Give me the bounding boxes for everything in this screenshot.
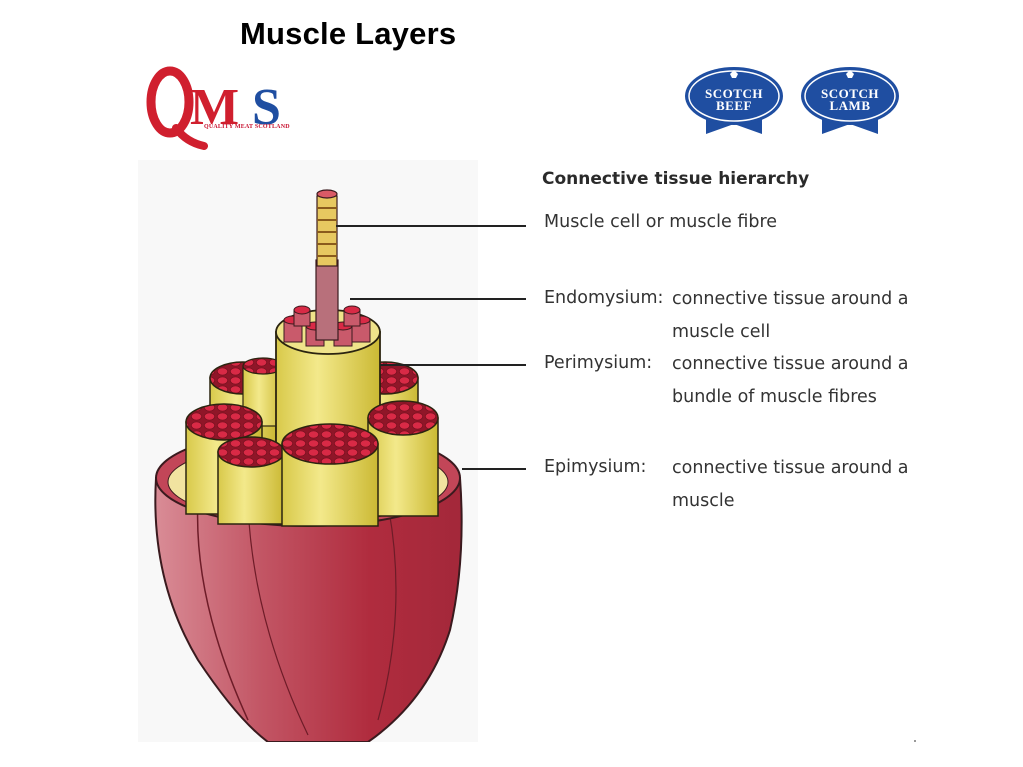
perimysium-term: Perimysium: [544,353,653,373]
scotch-beef-line1: SCOTCH [705,86,763,101]
svg-text:M: M [190,79,239,136]
epimysium-sleeve [154,477,463,742]
muscle-illustration [154,189,463,742]
perimysium-bundle-central [275,189,381,513]
scotch-lamb-line1: SCOTCH [821,86,879,101]
qms-logo-graphic: M S [146,66,281,150]
qms-tagline: QUALITY MEAT SCOTLAND [204,124,290,130]
epimysium-description: connective tissue around a muscle [672,458,909,511]
endomysium-term: Endomysium: [544,288,664,308]
svg-text:S: S [252,79,281,136]
epimysium-term: Epimysium: [544,457,647,477]
bundle-front-center [281,423,379,527]
scotch-lamb-shield-icon [801,67,899,134]
slide-title: Muscle Layers [240,16,457,51]
endomysium-description: connective tissue around a muscle cell [672,289,909,342]
scotch-beef-line2: BEEF [716,98,752,113]
scotch-beef-badge: SCOTCH BEEF [684,66,784,136]
perimysium-description: connective tissue around a bundle of mus… [672,354,909,407]
scotch-beef-shield-icon [685,67,783,134]
qms-logo: M S QUALITY MEAT SCOTLAND [146,62,316,154]
bundle-front-small [217,436,285,525]
scotch-lamb-line2: LAMB [829,98,871,113]
muscle-fibre-rod [315,189,339,341]
hierarchy-heading: Connective tissue hierarchy [542,169,810,189]
scotch-lamb-badge: SCOTCH LAMB [800,66,900,136]
bundle-front-right [367,400,439,517]
stray-dot [914,740,916,742]
fibre-label: Muscle cell or muscle fibre [544,212,778,232]
